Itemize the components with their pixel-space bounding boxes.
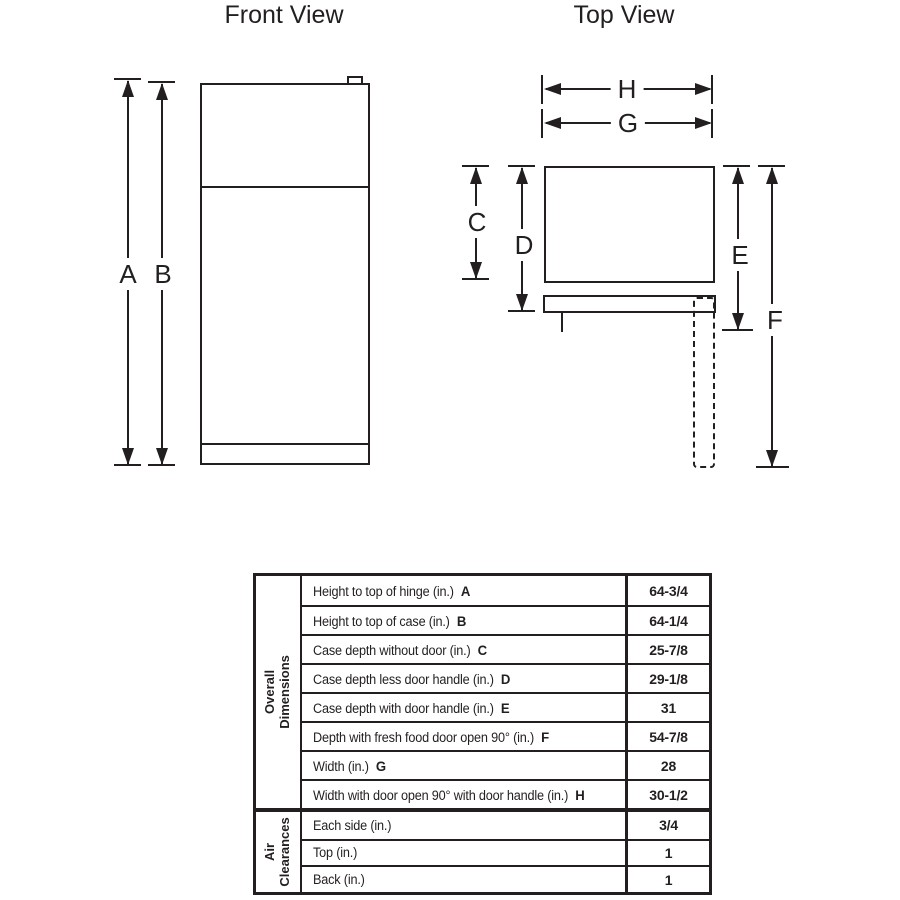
arrowhead-down-icon — [122, 448, 134, 465]
arrowhead-down-icon — [156, 448, 168, 465]
table-row-label: Back (in.) — [302, 865, 625, 892]
overall-dimensions-header: Overall Dimensions — [256, 576, 302, 808]
table-row-label: Width (in.) G — [302, 750, 625, 779]
arrowhead-down-icon — [516, 294, 528, 311]
tick — [756, 466, 789, 468]
kick-plate-line — [202, 443, 368, 445]
arrowhead-up-icon — [470, 167, 482, 184]
table-row-label: Height to top of hinge (in.) A — [313, 582, 471, 599]
overall-dimensions-header-text: Overall Dimensions — [262, 655, 292, 729]
dim-label-f: F — [760, 304, 790, 336]
table-row-value: 30-1/2 — [625, 779, 709, 808]
dim-label-h: H — [610, 73, 644, 105]
dim-label-b: B — [147, 258, 179, 290]
tick — [462, 165, 489, 167]
air-clearances-header-text: Air Clearances — [262, 817, 293, 887]
air-clearances-header: Air Clearances — [256, 812, 302, 892]
tick — [148, 464, 175, 466]
tick — [541, 75, 543, 104]
dim-label-g: G — [610, 107, 646, 139]
tick — [462, 278, 489, 280]
arrowhead-left-icon — [544, 117, 561, 129]
arrowhead-left-icon — [544, 83, 561, 95]
tick — [508, 310, 535, 312]
tick — [114, 464, 141, 466]
tick — [722, 329, 753, 331]
tick — [723, 165, 750, 167]
table-row-value: 3/4 — [625, 812, 709, 839]
table-row-value: 28 — [625, 750, 709, 779]
door-open-dashed-outline — [693, 297, 715, 468]
overall-dimensions-section: Overall Dimensions Height to top of hing… — [256, 576, 709, 808]
fridge-outline — [200, 83, 370, 465]
table-row-value: 1 — [625, 865, 709, 892]
case-top-outline — [544, 166, 715, 283]
table-row-label: Top (in.) — [302, 838, 625, 866]
air-clearances-section: Air Clearances Each side (in.) 3/4 Top (… — [256, 808, 709, 892]
table-row-label: Case depth less door handle (in.) D — [302, 663, 625, 692]
arrowhead-down-icon — [470, 262, 482, 279]
table-row-label: Case depth without door (in.) C — [302, 634, 625, 663]
table-row-value: 1 — [625, 838, 709, 866]
table-row-value: 54-7/8 — [625, 721, 709, 750]
freezer-divider-line — [201, 186, 369, 188]
dim-label-e: E — [724, 239, 756, 271]
dimensions-table: Overall Dimensions Height to top of hing… — [253, 573, 712, 895]
door-handle-line — [561, 313, 563, 332]
dim-label-c: C — [460, 206, 494, 238]
table-row-label: Each side (in.) — [313, 817, 392, 833]
table-row-value: 25-7/8 — [625, 634, 709, 663]
dim-label-d: D — [507, 229, 541, 261]
tick — [148, 81, 175, 83]
door-top-outline — [543, 295, 716, 313]
table-row-value: 64-3/4 — [625, 576, 709, 605]
arrowhead-right-icon — [695, 83, 712, 95]
arrowhead-down-icon — [732, 313, 744, 330]
table-row-label: Case depth with door handle (in.) E — [302, 692, 625, 721]
table-row-value: 29-1/8 — [625, 663, 709, 692]
arrowhead-up-icon — [122, 80, 134, 97]
table-row-value: 64-1/4 — [625, 605, 709, 634]
arrowhead-up-icon — [766, 167, 778, 184]
arrowhead-up-icon — [516, 167, 528, 184]
arrowhead-down-icon — [766, 450, 778, 467]
top-view-title: Top View — [573, 1, 675, 29]
table-row-label: Depth with fresh food door open 90° (in.… — [302, 721, 625, 750]
front-view-title: Front View — [224, 1, 344, 29]
table-row-value: 31 — [625, 692, 709, 721]
tick — [758, 165, 785, 167]
tick — [508, 165, 535, 167]
arrowhead-right-icon — [695, 117, 712, 129]
arrowhead-up-icon — [732, 167, 744, 184]
tick — [711, 75, 713, 104]
dim-label-a: A — [112, 258, 144, 290]
tick — [114, 78, 141, 80]
table-row-label: Height to top of case (in.) B — [302, 605, 625, 634]
table-row-label: Width with door open 90° with door handl… — [302, 779, 625, 808]
tick — [711, 109, 713, 138]
tick — [541, 109, 543, 138]
arrowhead-up-icon — [156, 83, 168, 100]
